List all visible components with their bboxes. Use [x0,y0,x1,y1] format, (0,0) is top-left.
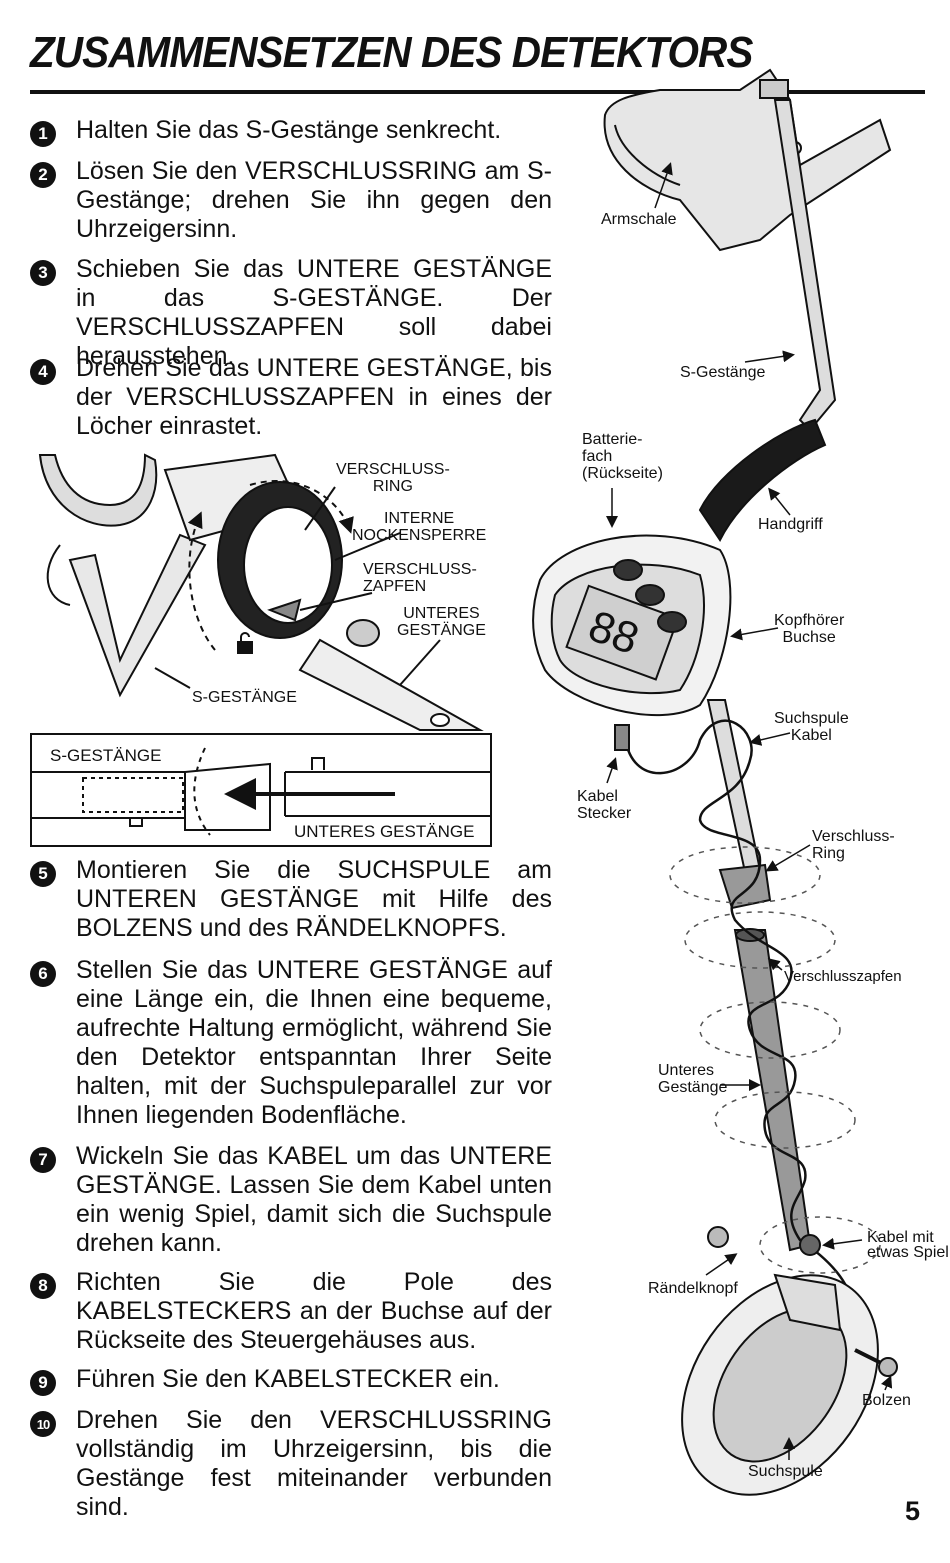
label-kopfhoerer-buchse: Kopfhörer Buchse [774,612,845,646]
label-batteriefach: Batterie- fach (Rückseite) [582,431,663,482]
label-verschlusszapfen: VERSCHLUSS- ZAPFEN [363,561,477,595]
step-number: 8 [30,1273,56,1299]
lock-illustration [38,453,484,731]
step-number: 9 [30,1370,56,1396]
label-bolzen: Bolzen [862,1392,911,1409]
title-rule [30,90,925,94]
step-text: Drehen Sie das UNTERE GESTÄNGE, bis der … [76,354,552,440]
step-number: 1 [30,121,56,147]
step-text: Schieben Sie das UNTERE GESTÄNGE in das … [76,255,552,370]
step-text: Halten Sie das S-Gestänge senkrecht. [76,116,502,144]
label-verschlussring-detector: Verschluss- Ring [812,828,895,862]
cross-section-illustration [30,733,492,847]
page-number: 5 [904,1496,920,1526]
label-suchspule-kabel: Suchspule Kabel [774,710,849,744]
step-7: 7 Wickeln Sie das KABEL um das UNTERE GE… [30,1142,552,1258]
label-cross-unteres: UNTERES GESTÄNGE [294,822,475,841]
label-verschlussring: VERSCHLUSS- RING [336,461,450,495]
step-4: 4 Drehen Sie das UNTERE GESTÄNGE, bis de… [30,354,552,441]
step-number: 3 [30,260,56,286]
label-unteres-gestaenge: UNTERES GESTÄNGE [397,605,486,639]
step-text: Führen Sie den KABELSTECKER ein. [76,1365,500,1393]
page-title: ZUSAMMENSETZEN DES DETEKTORS [30,28,753,77]
step-text: Wickeln Sie das KABEL um das UNTERE GEST… [76,1142,552,1257]
step-number: 7 [30,1147,56,1173]
label-raendelknopf: Rändelknopf [648,1280,738,1297]
step-text: Montieren Sie die SUCHSPULE am UNTEREN G… [76,856,552,942]
label-verschlusszapfen-detector: Verschlusszapfen [784,968,902,985]
step-number: 6 [30,961,56,987]
label-armschale: Armschale [601,211,677,228]
step-number: 2 [30,162,56,188]
label-unteres-gestaenge-detector: Unteres Gestänge [658,1062,728,1096]
step-1: 1 Halten Sie das S-Gestänge senkrecht. [30,116,552,147]
label-cross-s-gestaenge: S-GESTÄNGE [50,746,162,765]
step-number: 10 [30,1411,56,1437]
step-text: Richten Sie die Pole des KABELSTECKERS a… [76,1268,552,1354]
detector-illustration: 88 [532,68,898,1496]
step-text: Lösen Sie den VERSCHLUSSRING am S-Gestän… [76,157,552,243]
label-handgriff: Handgriff [758,516,823,533]
step-number: 4 [30,359,56,385]
step-8: 8 Richten Sie die Pole des KABELSTECKERS… [30,1268,552,1355]
step-10: 10 Drehen Sie den VERSCHLUSSRING vollstä… [30,1406,552,1522]
label-nockensperre: INTERNE NOCKENSPERRE [352,510,487,544]
step-5: 5 Montieren Sie die SUCHSPULE am UNTEREN… [30,856,552,943]
label-s-gestaenge: S-GESTÄNGE [192,689,297,706]
label-kabel-spiel: Kabel mit etwas Spiel [867,1229,949,1261]
step-6: 6 Stellen Sie das UNTERE GESTÄNGE auf ei… [30,956,552,1130]
step-text: Drehen Sie den VERSCHLUSSRING vollständi… [76,1406,552,1521]
step-3: 3 Schieben Sie das UNTERE GESTÄNGE in da… [30,255,552,371]
step-text: Stellen Sie das UNTERE GESTÄNGE auf eine… [76,956,552,1129]
label-suchspule: Suchspule [748,1463,823,1480]
label-s-gestaenge-detector: S-Gestänge [680,364,766,381]
step-2: 2 Lösen Sie den VERSCHLUSSRING am S-Gest… [30,157,552,244]
label-kabel-stecker: Kabel Stecker [577,788,632,822]
step-9: 9 Führen Sie den KABELSTECKER ein. [30,1365,552,1396]
step-number: 5 [30,861,56,887]
